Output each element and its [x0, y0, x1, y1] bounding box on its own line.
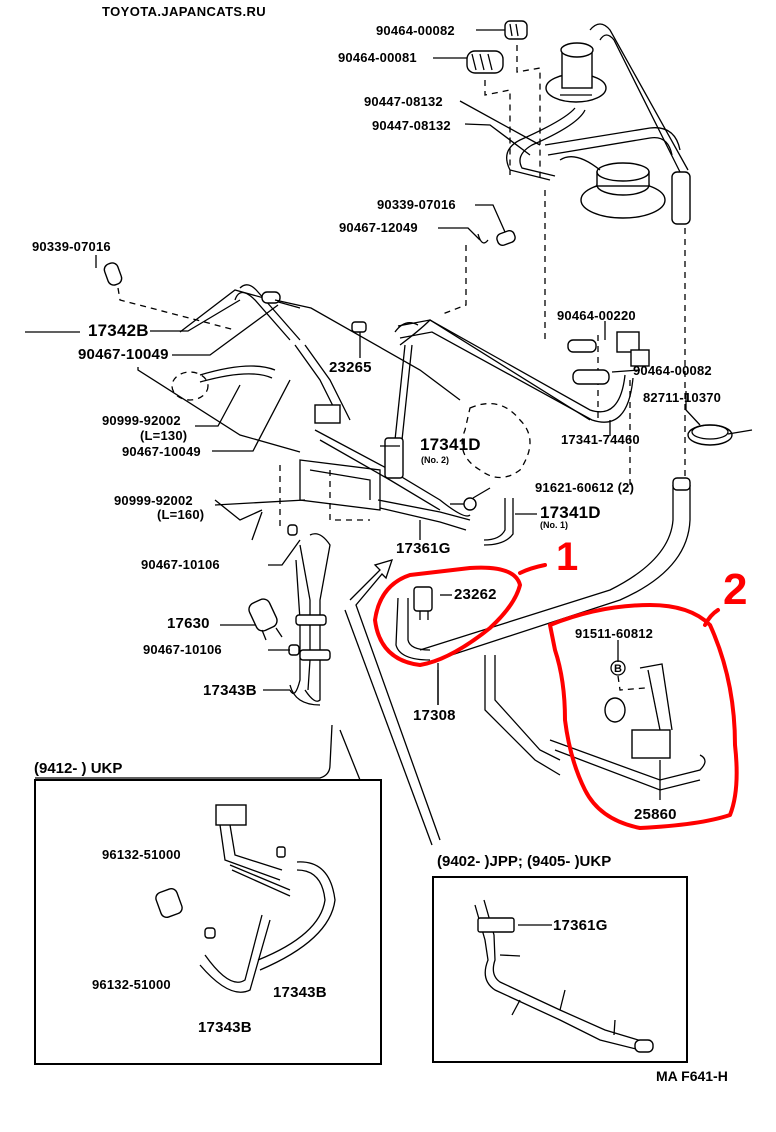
- label-90339-07016-left: 90339-07016: [32, 239, 111, 254]
- annotation-mark-2: 2: [723, 565, 748, 614]
- plug-90339-07016-left: [103, 262, 236, 331]
- label-90467-10106-a: 90467-10106: [141, 557, 220, 572]
- label-23265: 23265: [329, 359, 372, 376]
- check-valve-23262: [395, 586, 433, 661]
- connector-90464-00220: [567, 331, 650, 385]
- label-17341D-no2-sub: (No. 2): [421, 455, 449, 465]
- inset-label-17343B-a: 17343B: [273, 984, 327, 1001]
- label-90464-00220: 90464-00220: [557, 308, 636, 323]
- label-91511-60812: 91511-60812: [575, 626, 654, 641]
- label-90467-12049: 90467-12049: [339, 220, 418, 235]
- leader-lines: [95, 29, 701, 800]
- label-17342B: 17342B: [88, 321, 149, 340]
- label-25860: 25860: [634, 806, 677, 823]
- label-17341D-no1-sub: (No. 1): [540, 520, 568, 530]
- plug-90339-07016-right: [477, 229, 516, 247]
- vacuum-valve-bottom: [580, 162, 666, 219]
- hose-17341D-no1: [483, 498, 514, 546]
- vsv-25860: [549, 660, 706, 791]
- inset-label-96132-51000-b: 96132-51000: [92, 977, 171, 992]
- clip-90464-00082-top: [504, 20, 528, 40]
- label-23262: 23262: [454, 586, 497, 603]
- label-90464-00081: 90464-00081: [338, 50, 417, 65]
- long-pipe-right: [419, 477, 691, 663]
- central-pipes: [25, 284, 634, 531]
- bolt-marker-B: B: [614, 663, 623, 675]
- inset-left-parts: [155, 804, 336, 993]
- label-17308: 17308: [413, 707, 456, 724]
- inset-label-96132-51000-a: 96132-51000: [102, 847, 181, 862]
- watermark: TOYOTA.JAPANCATS.RU: [102, 4, 267, 19]
- pipe-17308: [437, 655, 561, 776]
- label-17343B: 17343B: [203, 682, 257, 699]
- label-91621-60612: 91621-60612 (2): [535, 480, 635, 495]
- clamp-82711-10370: [687, 424, 753, 446]
- vacuum-valve-top: [545, 42, 607, 103]
- label-90447-08132-a: 90447-08132: [364, 94, 443, 109]
- label-17341-74460: 17341-74460: [561, 432, 640, 447]
- label-90467-10049-a: 90467-10049: [78, 346, 169, 363]
- inset-right-parts: [474, 899, 654, 1053]
- vacuum-hoses-top: [506, 23, 691, 225]
- inset-label-17361G: 17361G: [553, 917, 608, 934]
- label-90999-92002-b: 90999-92002: [114, 493, 193, 508]
- connector-23265: [351, 321, 367, 358]
- label-90999-92002-a: 90999-92002: [102, 413, 181, 428]
- inset-left-box: [34, 779, 382, 1065]
- hose-17343B: [289, 533, 331, 706]
- label-90464-00082-right: 90464-00082: [633, 363, 712, 378]
- inset-label-17343B-b: 17343B: [198, 1019, 252, 1036]
- annotation-circle-1: [373, 563, 547, 667]
- label-17341D-no2: 17341D: [420, 435, 481, 454]
- label-17361G: 17361G: [396, 540, 451, 557]
- annotation-circle-2: [548, 603, 739, 830]
- inset-left-leader: [35, 724, 333, 779]
- annotation-mark-1: 1: [556, 535, 579, 579]
- label-17630: 17630: [167, 615, 210, 632]
- inset-left-leader-2: [339, 729, 361, 781]
- fuel-vapor-canister-outline: [461, 402, 531, 479]
- label-90999-92002-b-length: (L=160): [157, 507, 205, 522]
- label-17341D-no1: 17341D: [540, 503, 601, 522]
- label-90467-10106-b: 90467-10106: [143, 642, 222, 657]
- label-82711-10370: 82711-10370: [643, 390, 722, 405]
- label-90447-08132-b: 90447-08132: [372, 118, 451, 133]
- label-90464-00082-top: 90464-00082: [376, 23, 455, 38]
- label-90339-07016-right: 90339-07016: [377, 197, 456, 212]
- reference-code: MA F641-H: [656, 1068, 728, 1084]
- inset-right-caption: (9402- )JPP; (9405- )UKP: [437, 853, 612, 870]
- clip-90464-00081: [466, 50, 504, 74]
- inset-right-box: [432, 876, 688, 1063]
- label-90999-92002-a-length: (L=130): [140, 428, 188, 443]
- valve-17630: [248, 598, 283, 641]
- bolt-91621-60612: [450, 497, 477, 511]
- inset-left-caption: (9412- ) UKP: [34, 760, 123, 777]
- reference-arrow: [344, 559, 441, 846]
- label-90467-10049-b: 90467-10049: [122, 444, 201, 459]
